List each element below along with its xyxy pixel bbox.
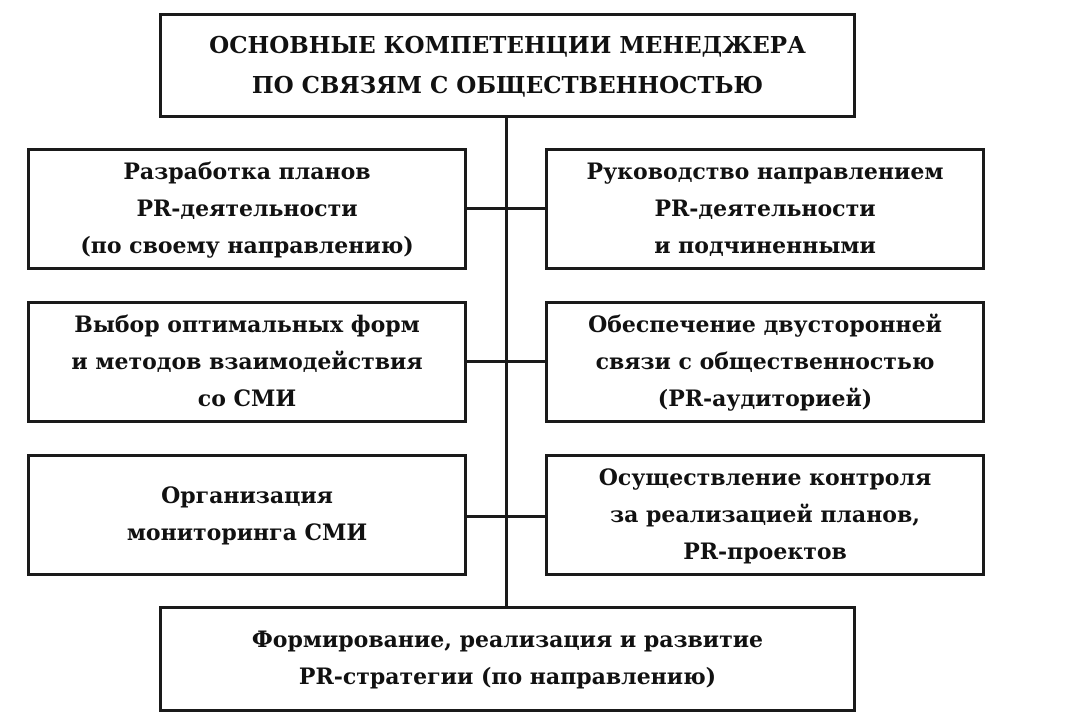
title-line-2: ПО СВЯЗЯМ С ОБЩЕСТВЕННОСТЬЮ (251, 71, 764, 99)
box-line: Формирование, реализация и развитие (251, 627, 764, 653)
competence-box-two-way-communication: Обеспечение двусторонней связи с обществ… (545, 301, 985, 423)
competence-box-control: Осуществление контроля за реализацией пл… (545, 454, 985, 576)
connector-row-2 (466, 360, 546, 363)
box-line: (PR-аудиторией) (657, 385, 873, 412)
box-line: мониторинга СМИ (126, 520, 368, 546)
box-line: Руководство направлением (586, 158, 944, 185)
box-line: Осуществление контроля (598, 464, 932, 491)
box-line: и подчиненными (654, 232, 876, 259)
competence-box-leadership: Руководство направлением PR-деятельности… (545, 148, 985, 270)
box-line: связи с общественностью (595, 348, 935, 375)
competence-box-strategy: Формирование, реализация и развитие PR-с… (159, 606, 856, 712)
box-line: Обеспечение двусторонней (588, 311, 942, 338)
connector-row-1 (466, 207, 546, 210)
box-line: и методов взаимодействия (71, 348, 423, 375)
connector-row-3 (466, 515, 546, 518)
box-line: PR-деятельности (654, 195, 876, 222)
competence-box-planning: Разработка планов PR-деятельности (по св… (27, 148, 467, 270)
box-line: PR-деятельности (136, 195, 358, 222)
box-line: (по своему направлению) (80, 232, 414, 259)
competence-box-media-methods: Выбор оптимальных форм и методов взаимод… (27, 301, 467, 423)
box-line: со СМИ (197, 385, 297, 412)
box-line: Разработка планов (123, 158, 371, 185)
box-line: PR-стратегии (по направлению) (298, 664, 717, 690)
box-line: Выбор оптимальных форм (74, 311, 420, 338)
box-line: PR-проектов (683, 538, 847, 565)
box-line: Организация (161, 483, 333, 509)
title-line-1: ОСНОВНЫЕ КОМПЕТЕНЦИИ МЕНЕДЖЕРА (209, 31, 806, 59)
competence-box-media-monitoring: Организация мониторинга СМИ (27, 454, 467, 576)
title-box: ОСНОВНЫЕ КОМПЕТЕНЦИИ МЕНЕДЖЕРА ПО СВЯЗЯМ… (159, 13, 856, 118)
box-line: за реализацией планов, (610, 501, 920, 528)
